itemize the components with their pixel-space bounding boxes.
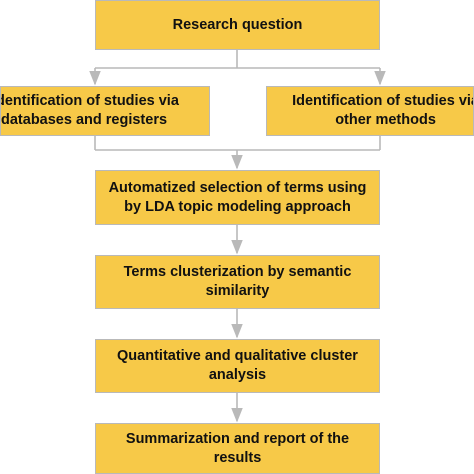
box-text-line-2: by LDA topic modeling approach [124,198,351,215]
box-text-line-1: Summarization and report of the [125,431,350,447]
box-text-line-2: similarity [205,283,270,299]
box-text-line-1: dentification of studies via [0,93,179,109]
box-identification-databases: dentification of studies via databases a… [0,86,210,136]
box-text: Research question [172,16,303,33]
box-summarization: Summarization and report of the results [95,423,380,474]
box-text-line-1: Automatized selection of terms using [108,179,367,196]
box-text-line-1: Terms clusterization by semantic [123,264,352,280]
box-identification-other: Identification of studies via other meth… [266,86,474,136]
box-research-question: Research question [95,0,380,50]
box-terms-clusterization: Terms clusterization by semantic similar… [95,255,380,309]
box-text-line-2: other methods [335,112,436,128]
box-text-line-1: Quantitative and qualitative cluster [117,348,358,364]
box-text-line-2: analysis [208,367,267,383]
box-automatized-selection: Automatized selection of terms using by … [95,170,380,225]
box-cluster-analysis: Quantitative and qualitative cluster ana… [95,339,380,393]
box-text-line-1: Identification of studies via [292,93,474,109]
box-text-line-2: databases and registers [1,112,168,128]
box-text-line-2: results [213,450,262,466]
